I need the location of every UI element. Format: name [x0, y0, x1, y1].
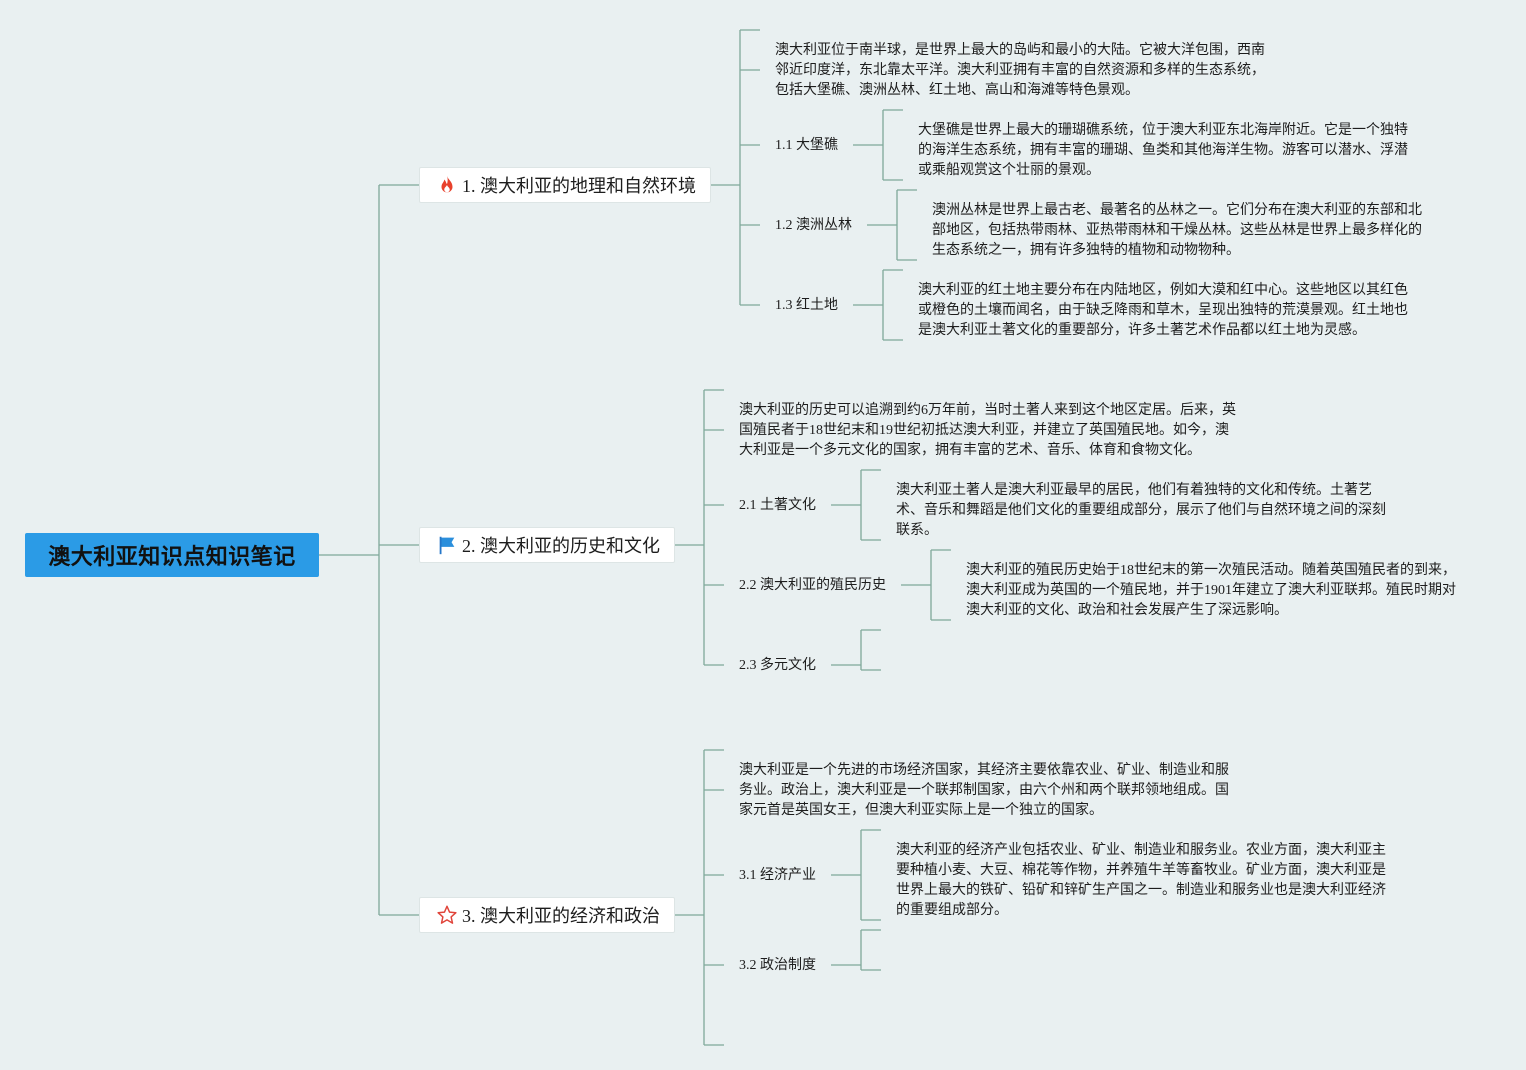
paragraph-line: 澳大利亚的红土地主要分布在内陆地区，例如大漠和红中心。这些地区以其红色	[918, 283, 1408, 298]
paragraph-line: 术、音乐和舞蹈是他们文化的重要组成部分，展示了他们与自然环境之间的深刻	[896, 503, 1386, 518]
paragraph-line: 澳大利亚是一个先进的市场经济国家，其经济主要依靠农业、矿业、制造业和服	[739, 763, 1229, 778]
subtopic-great-barrier-reef[interactable]: 1.1 大堡礁	[775, 138, 838, 153]
fire-icon	[436, 174, 458, 196]
paragraph-line: 务业。政治上，澳大利亚是一个联邦制国家，由六个州和两个联邦领地组成。国	[739, 783, 1229, 798]
paragraph-line: 的海洋生态系统，拥有丰富的珊瑚、鱼类和其他海洋生物。游客可以潜水、浮潜	[918, 143, 1408, 158]
root-connector	[319, 184, 419, 916]
paragraph-line: 邻近印度洋，东北靠太平洋。澳大利亚拥有丰富的自然资源和多样的生态系统，	[775, 63, 1265, 78]
sub-3-1-connector	[831, 829, 881, 921]
paragraph-line: 澳大利亚的文化、政治和社会发展产生了深远影响。	[966, 603, 1288, 618]
star-icon	[436, 904, 458, 926]
subtopic-political-system[interactable]: 3.2 政治制度	[739, 958, 816, 973]
sub-1-3-connector	[853, 269, 903, 341]
sub-1-1-connector	[853, 109, 903, 181]
detail-indigenous-culture[interactable]: 澳大利亚土著人是澳大利亚最早的居民，他们有着独特的文化和传统。土著艺 术、音乐和…	[896, 481, 1386, 541]
topic-label: 1. 澳大利亚的地理和自然环境	[462, 176, 696, 196]
paragraph-line: 或橙色的土壤而闻名，由于缺乏降雨和草木，呈现出独特的荒漠景观。红土地也	[918, 303, 1408, 318]
paragraph-line: 包括大堡礁、澳洲丛林、红土地、高山和海滩等特色景观。	[775, 83, 1139, 98]
detail-great-barrier-reef[interactable]: 大堡礁是世界上最大的珊瑚礁系统，位于澳大利亚东北海岸附近。它是一个独特 的海洋生…	[918, 121, 1408, 181]
topic-history[interactable]: 2. 澳大利亚的历史和文化	[419, 527, 675, 563]
detail-colonial-history[interactable]: 澳大利亚的殖民历史始于18世纪末的第一次殖民活动。随着英国殖民者的到来， 澳大利…	[966, 561, 1456, 621]
flag-icon	[436, 534, 458, 556]
paragraph-line: 要种植小麦、大豆、棉花等作物，并养殖牛羊等畜牧业。矿业方面，澳大利亚是	[896, 863, 1386, 878]
sub-1-2-connector	[867, 189, 917, 261]
topic-3-connector	[674, 749, 724, 1046]
topic-1-connector	[710, 29, 760, 306]
paragraph-line: 澳大利亚位于南半球，是世界上最大的岛屿和最小的大陆。它被大洋包围，西南	[775, 43, 1265, 58]
topic-geography[interactable]: 1. 澳大利亚的地理和自然环境	[419, 167, 711, 203]
detail-bushland[interactable]: 澳洲丛林是世界上最古老、最著名的丛林之一。它们分布在澳大利亚的东部和北 部地区，…	[932, 201, 1422, 261]
sub-2-3-connector	[831, 629, 881, 671]
detail-economic-industries[interactable]: 澳大利亚的经济产业包括农业、矿业、制造业和服务业。农业方面，澳大利亚主 要种植小…	[896, 841, 1386, 921]
paragraph-line: 世界上最大的铁矿、铅矿和锌矿生产国之一。制造业和服务业也是澳大利亚经济	[896, 883, 1386, 898]
root-node[interactable]: 澳大利亚知识点知识笔记	[25, 533, 319, 577]
paragraph-line: 部地区，包括热带雨林、亚热带雨林和干燥丛林。这些丛林是世界上最多样化的	[932, 223, 1422, 238]
subtopic-colonial-history[interactable]: 2.2 澳大利亚的殖民历史	[739, 578, 886, 593]
paragraph-line: 澳洲丛林是世界上最古老、最著名的丛林之一。它们分布在澳大利亚的东部和北	[932, 203, 1422, 218]
subtopic-red-centre[interactable]: 1.3 红土地	[775, 298, 838, 313]
paragraph-line: 生态系统之一，拥有许多独特的植物和动物物种。	[932, 243, 1240, 258]
paragraph-line: 国殖民者于18世纪末和19世纪初抵达澳大利亚，并建立了英国殖民地。如今，澳	[739, 423, 1229, 438]
paragraph-line: 大堡礁是世界上最大的珊瑚礁系统，位于澳大利亚东北海岸附近。它是一个独特	[918, 123, 1408, 138]
subtopic-economic-industries[interactable]: 3.1 经济产业	[739, 868, 816, 883]
sub-2-1-connector	[831, 469, 881, 541]
paragraph-line: 澳大利亚成为英国的一个殖民地，并于1901年建立了澳大利亚联邦。殖民时期对	[966, 583, 1456, 598]
paragraph-line: 澳大利亚土著人是澳大利亚最早的居民，他们有着独特的文化和传统。土著艺	[896, 483, 1372, 498]
subtopic-multiculturalism[interactable]: 2.3 多元文化	[739, 658, 816, 673]
topic-label: 2. 澳大利亚的历史和文化	[462, 536, 660, 556]
topic-label: 3. 澳大利亚的经济和政治	[462, 906, 660, 926]
topic-2-connector	[674, 389, 724, 666]
intro-geography[interactable]: 澳大利亚位于南半球，是世界上最大的岛屿和最小的大陆。它被大洋包围，西南 邻近印度…	[775, 41, 1265, 101]
root-title: 澳大利亚知识点知识笔记	[48, 545, 296, 570]
subtopic-indigenous-culture[interactable]: 2.1 土著文化	[739, 498, 816, 513]
intro-economy-politics[interactable]: 澳大利亚是一个先进的市场经济国家，其经济主要依靠农业、矿业、制造业和服 务业。政…	[739, 761, 1229, 821]
subtopic-bushland[interactable]: 1.2 澳洲丛林	[775, 218, 852, 233]
detail-red-centre[interactable]: 澳大利亚的红土地主要分布在内陆地区，例如大漠和红中心。这些地区以其红色 或橙色的…	[918, 281, 1408, 341]
intro-history[interactable]: 澳大利亚的历史可以追溯到约6万年前，当时土著人来到这个地区定居。后来，英 国殖民…	[739, 401, 1236, 461]
paragraph-line: 澳大利亚的经济产业包括农业、矿业、制造业和服务业。农业方面，澳大利亚主	[896, 843, 1386, 858]
paragraph-line: 是澳大利亚土著文化的重要部分，许多土著艺术作品都以红土地为灵感。	[918, 323, 1366, 338]
paragraph-line: 澳大利亚的殖民历史始于18世纪末的第一次殖民活动。随着英国殖民者的到来，	[966, 563, 1456, 578]
paragraph-line: 联系。	[896, 523, 938, 538]
paragraph-line: 或乘船观赏这个壮丽的景观。	[918, 163, 1100, 178]
sub-2-2-connector	[901, 549, 951, 621]
paragraph-line: 大利亚是一个多元文化的国家，拥有丰富的艺术、音乐、体育和食物文化。	[739, 443, 1201, 458]
paragraph-line: 的重要组成部分。	[896, 903, 1008, 918]
sub-3-2-connector	[831, 929, 881, 971]
paragraph-line: 澳大利亚的历史可以追溯到约6万年前，当时土著人来到这个地区定居。后来，英	[739, 403, 1236, 418]
paragraph-line: 家元首是英国女王，但澳大利亚实际上是一个独立的国家。	[739, 803, 1103, 818]
topic-economy-politics[interactable]: 3. 澳大利亚的经济和政治	[419, 897, 675, 933]
